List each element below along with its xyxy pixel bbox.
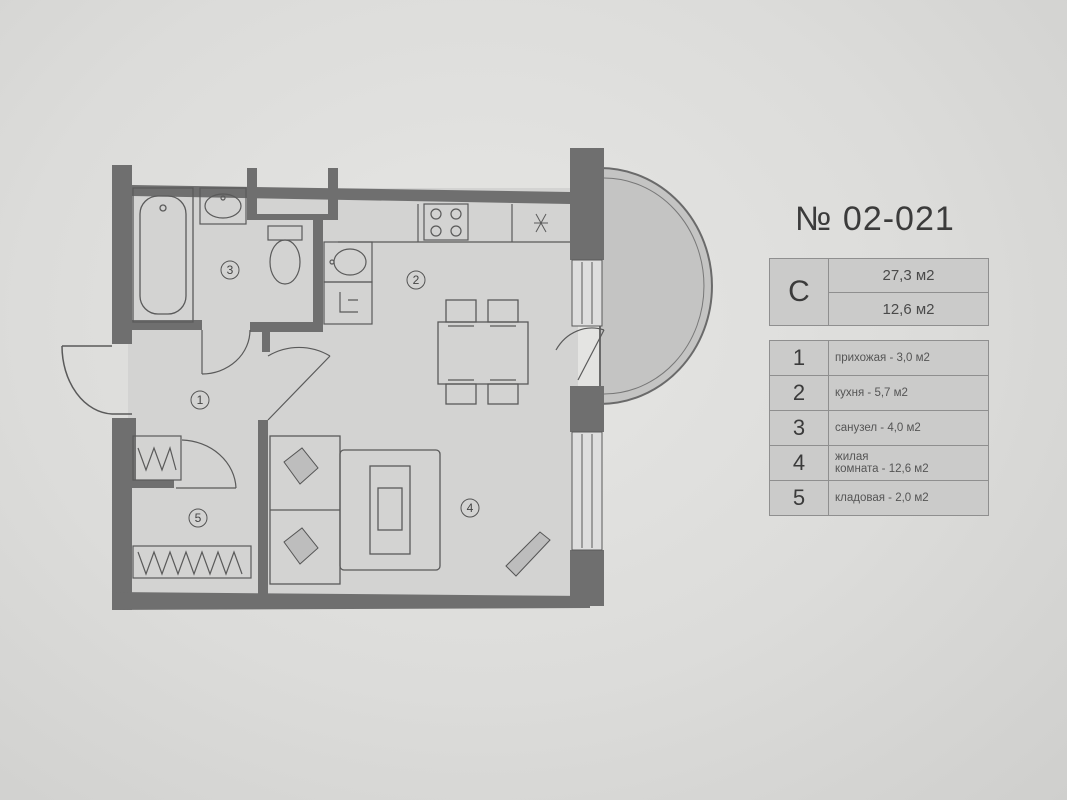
room-marker-4: 4 xyxy=(467,501,474,515)
washbasin-icon xyxy=(199,187,247,225)
room-marker-5: 5 xyxy=(195,511,202,525)
room-name-line2: комната - 12,6 м2 xyxy=(835,463,929,475)
balcony-icon xyxy=(599,166,713,406)
door-swing-icon xyxy=(267,346,331,421)
room-row: 2 кухня - 5,7 м2 xyxy=(770,375,988,410)
room-number: 2 xyxy=(770,376,829,410)
room-row: 3 санузел - 4,0 м2 xyxy=(770,410,988,445)
apartment-number: № 02-021 xyxy=(795,200,955,238)
room-name: санузел - 4,0 м2 xyxy=(835,422,921,434)
walls xyxy=(112,148,604,610)
room-markers: 1 2 3 4 5 xyxy=(188,260,480,528)
room-number: 5 xyxy=(770,481,829,515)
room-name: прихожая - 3,0 м2 xyxy=(835,352,930,364)
window-icon xyxy=(571,431,603,551)
living-area: 12,6 м2 xyxy=(829,292,988,326)
door-swing-icon xyxy=(176,439,237,489)
room-list-table: 1 прихожая - 3,0 м2 2 кухня - 5,7 м2 3 с… xyxy=(769,340,989,516)
room-marker-1: 1 xyxy=(197,393,204,407)
door-swing-icon xyxy=(201,329,251,375)
stove-icon xyxy=(423,203,469,241)
sink-icon xyxy=(323,241,373,325)
balcony-inner-edge xyxy=(603,177,705,395)
room-name: кухня - 5,7 м2 xyxy=(835,387,908,399)
door-swing-icon xyxy=(555,327,605,381)
room-row: 1 прихожая - 3,0 м2 xyxy=(770,341,988,375)
room-row: 5 кладовая - 2,0 м2 xyxy=(770,480,988,515)
room-name-line1: жилая xyxy=(835,451,869,463)
window-icon xyxy=(571,259,603,327)
room-number: 3 xyxy=(770,411,829,445)
room-number: 4 xyxy=(770,446,829,480)
coffee-table-icon xyxy=(339,449,441,571)
wardrobe-icon xyxy=(132,435,252,579)
apartment-type-letter: С xyxy=(770,259,829,325)
room-row: 4 жилая комната - 12,6 м2 xyxy=(770,445,988,480)
room-name: жилая комната - 12,6 м2 xyxy=(829,446,988,480)
area-summary-table: С 27,3 м2 12,6 м2 xyxy=(769,258,989,326)
dining-table-icon xyxy=(437,299,529,405)
kitchen-counter xyxy=(338,204,570,243)
room-number: 1 xyxy=(770,341,829,375)
chair-icon xyxy=(505,531,551,577)
door-swing-icon xyxy=(61,345,132,415)
armchair-icon xyxy=(283,447,319,565)
fan-icon xyxy=(534,213,548,233)
bathtub-icon xyxy=(132,187,194,323)
total-area: 27,3 м2 xyxy=(882,267,935,284)
room-marker-2: 2 xyxy=(413,273,420,287)
toilet-icon xyxy=(267,225,303,285)
room-name: кладовая - 2,0 м2 xyxy=(835,492,929,504)
room-marker-3: 3 xyxy=(227,263,234,277)
